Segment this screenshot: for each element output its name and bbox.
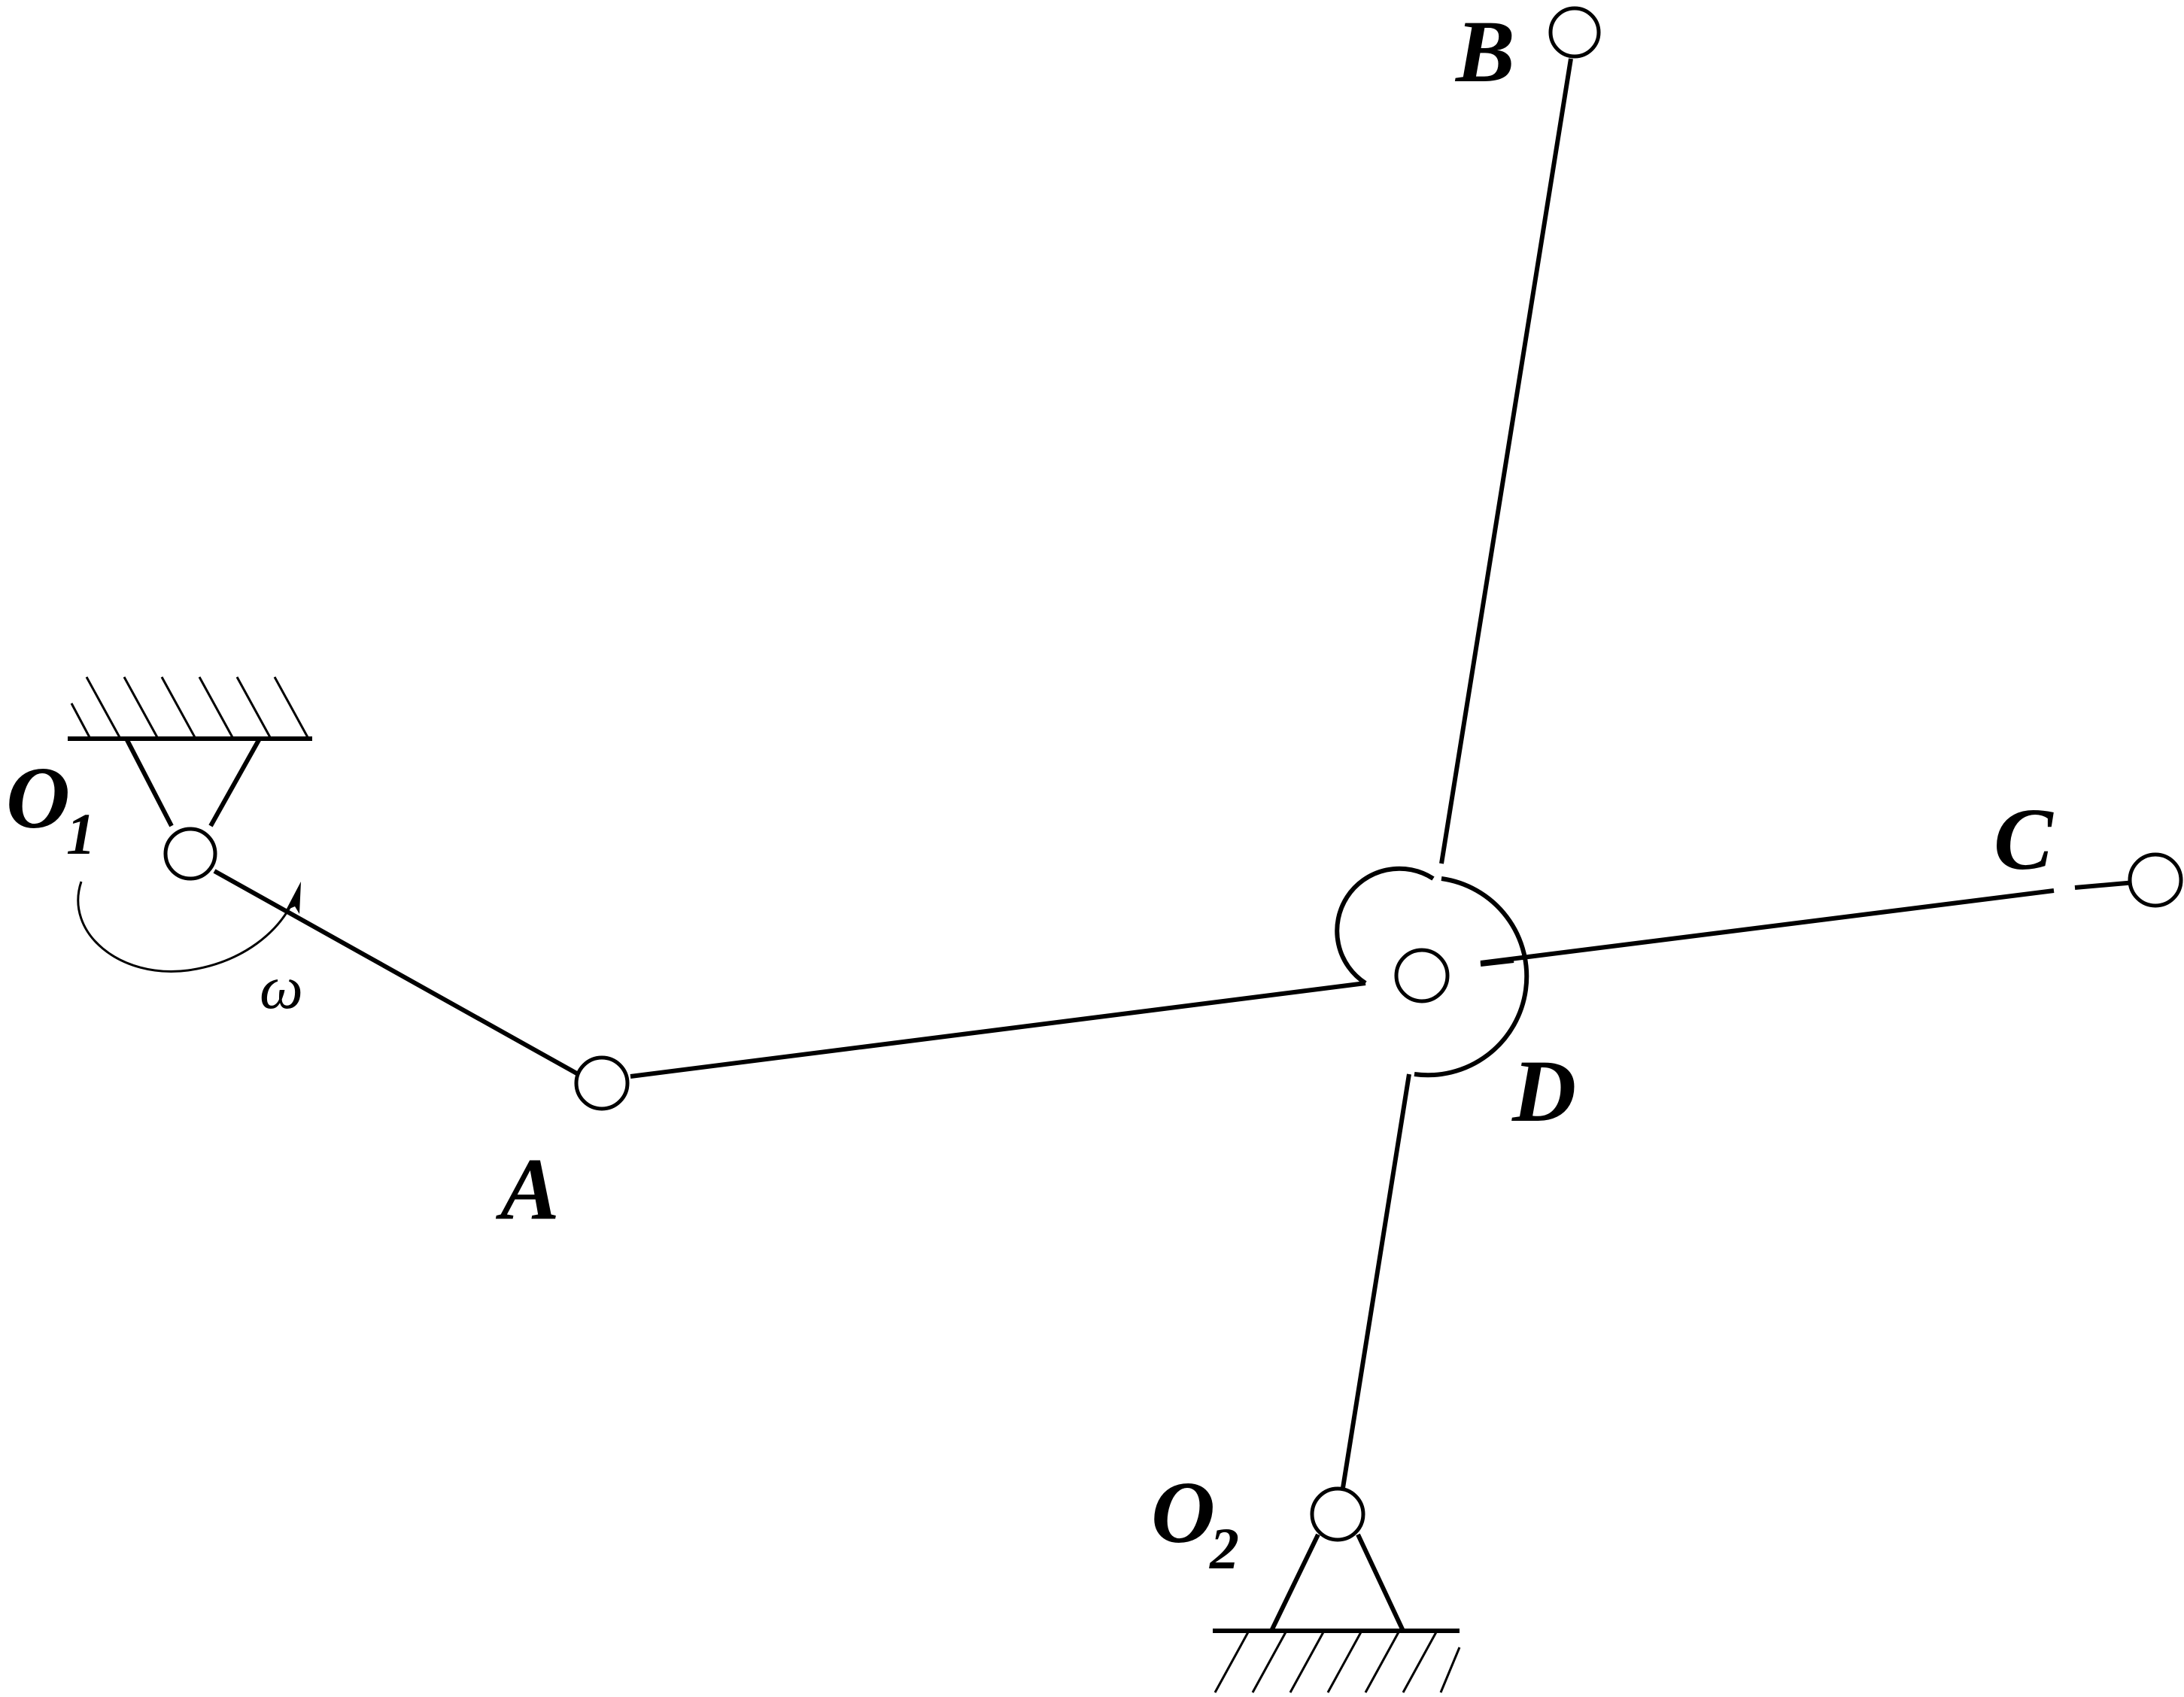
label-o2-subscript: 2 <box>1209 1516 1239 1581</box>
joint-d <box>1394 948 1450 1003</box>
label-a: A <box>495 1140 560 1238</box>
ground-hatching-o2 <box>1214 1630 1461 1693</box>
support-leg-right-o2 <box>1356 1533 1405 1632</box>
support-leg-left-o1 <box>124 737 174 827</box>
joint-o1 <box>163 827 217 881</box>
angular-velocity-indicator <box>77 881 301 973</box>
label-o2: O <box>1151 1463 1215 1562</box>
joint-c <box>2128 852 2183 908</box>
label-o1: O <box>6 748 70 847</box>
joint-o2 <box>1310 1486 1365 1542</box>
support-leg-left-o2 <box>1269 1533 1320 1632</box>
link-d-c <box>1480 888 2055 965</box>
label-omega: ω <box>260 953 303 1022</box>
omega-arc <box>77 881 299 973</box>
link-b-d <box>1439 58 1573 864</box>
ground-support-o1 <box>68 676 312 827</box>
link-d-o2 <box>1341 1073 1411 1489</box>
joint-d-cap <box>1480 958 1514 967</box>
omega-arrowhead <box>286 882 301 914</box>
label-d: D <box>1511 1042 1576 1140</box>
link-c-end <box>2074 880 2136 890</box>
label-o1-subscript: 1 <box>66 801 96 867</box>
ground-hatching-o1 <box>70 676 310 739</box>
joint-a <box>574 1055 630 1111</box>
joint-d-inner-arc <box>1335 866 1435 985</box>
joint-b <box>1548 6 1601 59</box>
link-a-d <box>630 981 1366 1079</box>
joint-d-bracket-arc <box>1414 876 1529 1078</box>
label-b: B <box>1454 2 1515 101</box>
ground-support-o2 <box>1213 1533 1461 1693</box>
link-o1-a <box>213 869 582 1078</box>
label-c: C <box>1994 790 2054 888</box>
support-leg-right-o1 <box>208 737 262 827</box>
